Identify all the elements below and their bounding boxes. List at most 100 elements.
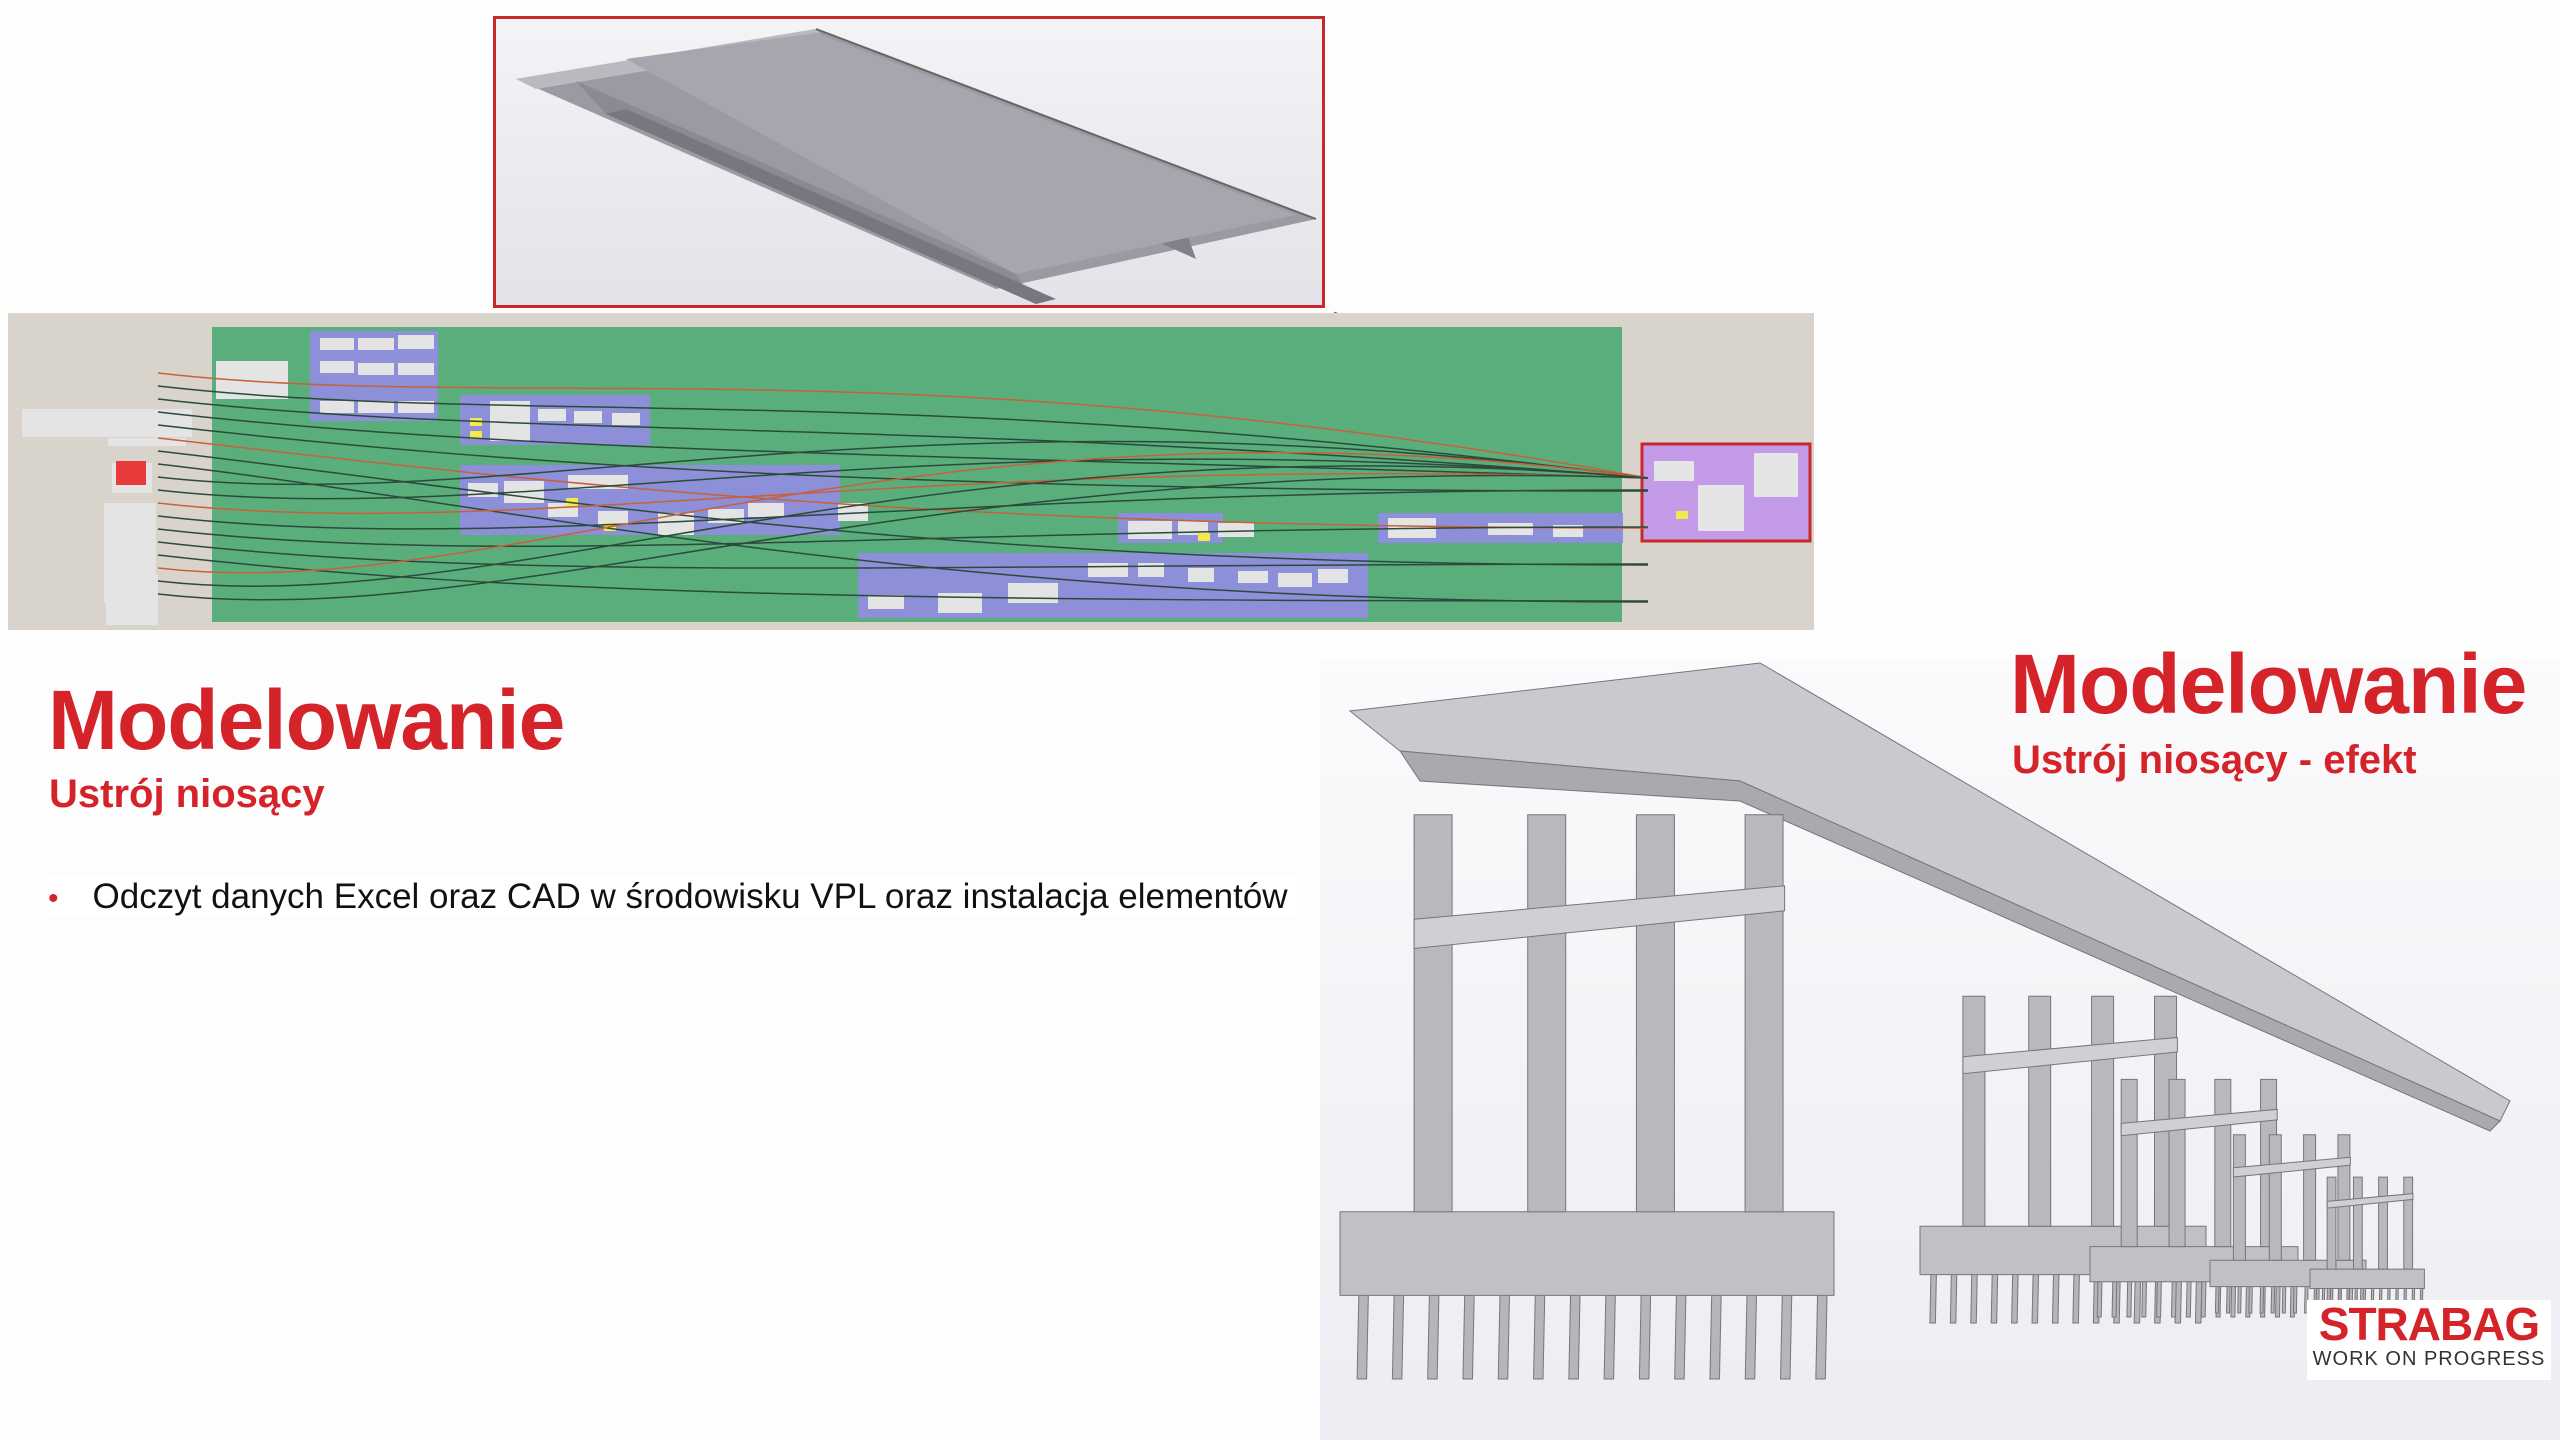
wire — [157, 474, 1649, 601]
graph-node[interactable] — [1128, 521, 1172, 539]
graph-node[interactable] — [1188, 568, 1214, 582]
column — [1744, 814, 1784, 1213]
graph-node[interactable] — [320, 338, 354, 350]
graph-node[interactable] — [574, 411, 602, 423]
column — [2403, 1176, 2414, 1270]
graph-node[interactable] — [598, 511, 628, 525]
vpl-node-graph[interactable] — [8, 313, 1814, 630]
graph-node[interactable] — [868, 595, 904, 609]
pile — [1744, 1286, 1758, 1380]
number-slider-node[interactable] — [470, 431, 482, 439]
graph-node[interactable] — [490, 401, 530, 441]
wire — [157, 411, 1649, 479]
error-node[interactable] — [116, 461, 146, 485]
pile — [2170, 1277, 2177, 1318]
graph-node[interactable] — [538, 409, 566, 421]
deck-edge — [1399, 750, 2501, 1132]
graph-node[interactable] — [938, 593, 982, 613]
graph-node[interactable] — [1488, 523, 1533, 535]
pile — [1929, 1269, 1938, 1324]
wire — [157, 424, 1649, 492]
pile — [2011, 1269, 2019, 1324]
number-slider-node[interactable] — [1676, 511, 1688, 519]
number-slider-node[interactable] — [1198, 533, 1210, 541]
beam-model-image — [516, 28, 1317, 304]
pile — [2031, 1269, 2040, 1324]
graph-node[interactable] — [358, 401, 394, 413]
column — [2378, 1176, 2388, 1270]
bullet-item: •Odczyt danych Excel oraz CAD w środowis… — [48, 877, 1296, 917]
graph-node[interactable] — [1654, 461, 1694, 481]
pile — [1462, 1286, 1475, 1380]
wire — [157, 458, 1649, 500]
cross-beam — [1962, 1036, 2178, 1075]
pile — [2270, 1283, 2276, 1314]
pile-cap — [1339, 1211, 1835, 1296]
column — [2268, 1134, 2282, 1261]
pile — [1603, 1286, 1617, 1380]
left-subtitle: Ustrój niosący — [49, 772, 325, 816]
graph-node[interactable] — [1698, 485, 1744, 531]
pile — [2111, 1277, 2118, 1318]
pile — [2226, 1283, 2231, 1314]
column — [2352, 1176, 2363, 1270]
pile — [2096, 1277, 2103, 1318]
graph-node[interactable] — [358, 363, 394, 375]
graph-node[interactable] — [320, 401, 354, 413]
pile — [1391, 1286, 1405, 1380]
right-title: Modelowanie — [2010, 637, 2527, 731]
wire — [157, 463, 1649, 603]
column — [2303, 1134, 2317, 1261]
column — [2214, 1078, 2232, 1248]
graph-node[interactable] — [1218, 523, 1254, 537]
pile — [2200, 1277, 2207, 1318]
graph-node[interactable] — [1238, 571, 1268, 583]
graph-node[interactable] — [1088, 563, 1128, 577]
graph-node[interactable] — [658, 513, 694, 535]
graph-node[interactable] — [612, 413, 640, 425]
pile — [2051, 1269, 2060, 1324]
column — [2120, 1078, 2138, 1248]
graph-node[interactable] — [398, 401, 434, 413]
pile — [2248, 1283, 2253, 1314]
pile — [1990, 1269, 1999, 1324]
wire — [157, 437, 1649, 529]
column — [1413, 814, 1453, 1213]
graph-node[interactable] — [748, 503, 784, 517]
wire — [157, 465, 1649, 587]
graph-node[interactable] — [320, 361, 354, 373]
graph-node[interactable] — [398, 335, 434, 349]
pile — [2126, 1277, 2133, 1318]
graph-node[interactable] — [1754, 453, 1798, 497]
graph-node[interactable] — [1318, 569, 1348, 583]
pile — [1356, 1286, 1370, 1380]
cross-beam — [2326, 1193, 2414, 1209]
graph-node[interactable] — [1278, 573, 1312, 587]
wire — [157, 554, 1649, 602]
column — [1527, 814, 1567, 1213]
bridge-model-image — [1339, 662, 2511, 1380]
graph-node[interactable] — [1138, 563, 1164, 577]
graph-node[interactable] — [358, 338, 394, 350]
pile — [1568, 1286, 1581, 1380]
pile — [2185, 1277, 2192, 1318]
beam-3d-preview — [493, 16, 1325, 308]
graph-node[interactable] — [22, 409, 192, 437]
column — [2168, 1078, 2186, 1248]
pile — [2141, 1277, 2148, 1318]
node-graph-canvas[interactable] — [8, 313, 1814, 630]
graph-node[interactable] — [1008, 583, 1058, 603]
bullet-icon: • — [48, 882, 59, 915]
pile — [1638, 1286, 1652, 1380]
graph-node[interactable] — [106, 575, 158, 625]
pile — [2237, 1283, 2242, 1314]
column — [2028, 995, 2052, 1227]
graph-node[interactable] — [108, 438, 186, 446]
graph-node[interactable] — [398, 363, 434, 375]
cross-beam — [2120, 1108, 2278, 1137]
pile — [2214, 1283, 2220, 1314]
pile — [2281, 1283, 2287, 1314]
pile — [1674, 1286, 1687, 1380]
pile — [2156, 1277, 2162, 1318]
wire — [157, 398, 1649, 479]
